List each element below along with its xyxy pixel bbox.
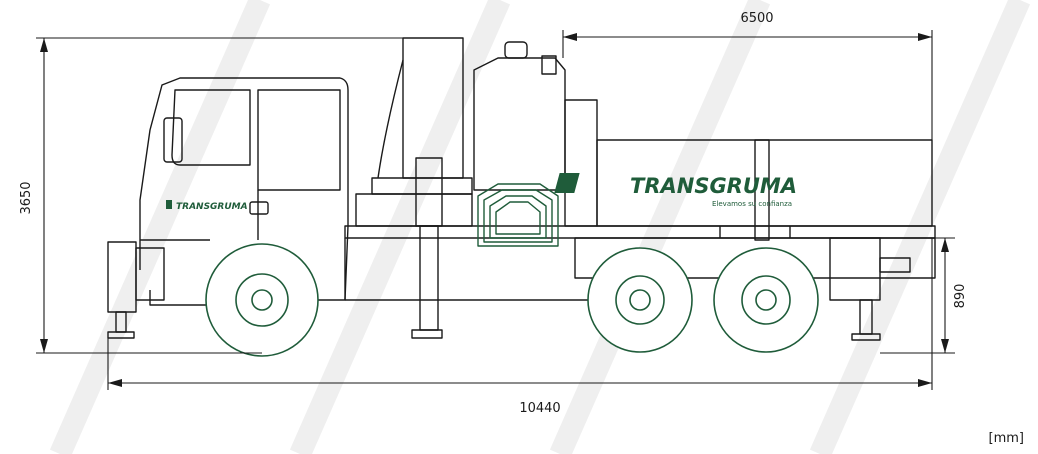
body-logo-text: TRANSGRUMA: [630, 174, 797, 198]
dimension-overall-height: [36, 37, 403, 354]
dimension-body-length: [562, 30, 933, 140]
dimension-lines: [36, 30, 955, 390]
background-pattern: [49, 0, 1031, 454]
cab-logo: TRANSGRUMA: [166, 200, 248, 212]
wheels: [205, 243, 819, 357]
truck-body: [596, 139, 933, 241]
body-logo-tagline: Elevamos su confianza: [712, 200, 792, 208]
rear-outrigger: [829, 237, 911, 341]
label-body-length: 6500: [740, 11, 773, 26]
front-wheel: [205, 243, 319, 357]
unit-label: [mm]: [988, 431, 1024, 446]
rotation-gear: [477, 183, 559, 247]
cab-logo-text: TRANSGRUMA: [176, 202, 248, 212]
body-logo: TRANSGRUMA Elevamos su confianza: [554, 173, 797, 208]
dimension-overall-length: [107, 238, 933, 390]
dimension-frame-height: [880, 237, 955, 354]
dimension-labels: 6500 10440 3650 890: [19, 11, 968, 416]
label-overall-length: 10440: [519, 401, 560, 416]
label-overall-height: 3650: [19, 181, 34, 214]
front-outrigger: [107, 311, 135, 339]
truck: [107, 37, 936, 341]
crane-column: [355, 37, 473, 339]
rear-wheel-1: [587, 247, 693, 353]
label-frame-height: 890: [953, 284, 968, 309]
rear-wheel-2: [713, 247, 819, 353]
truck-cab: [139, 77, 349, 301]
